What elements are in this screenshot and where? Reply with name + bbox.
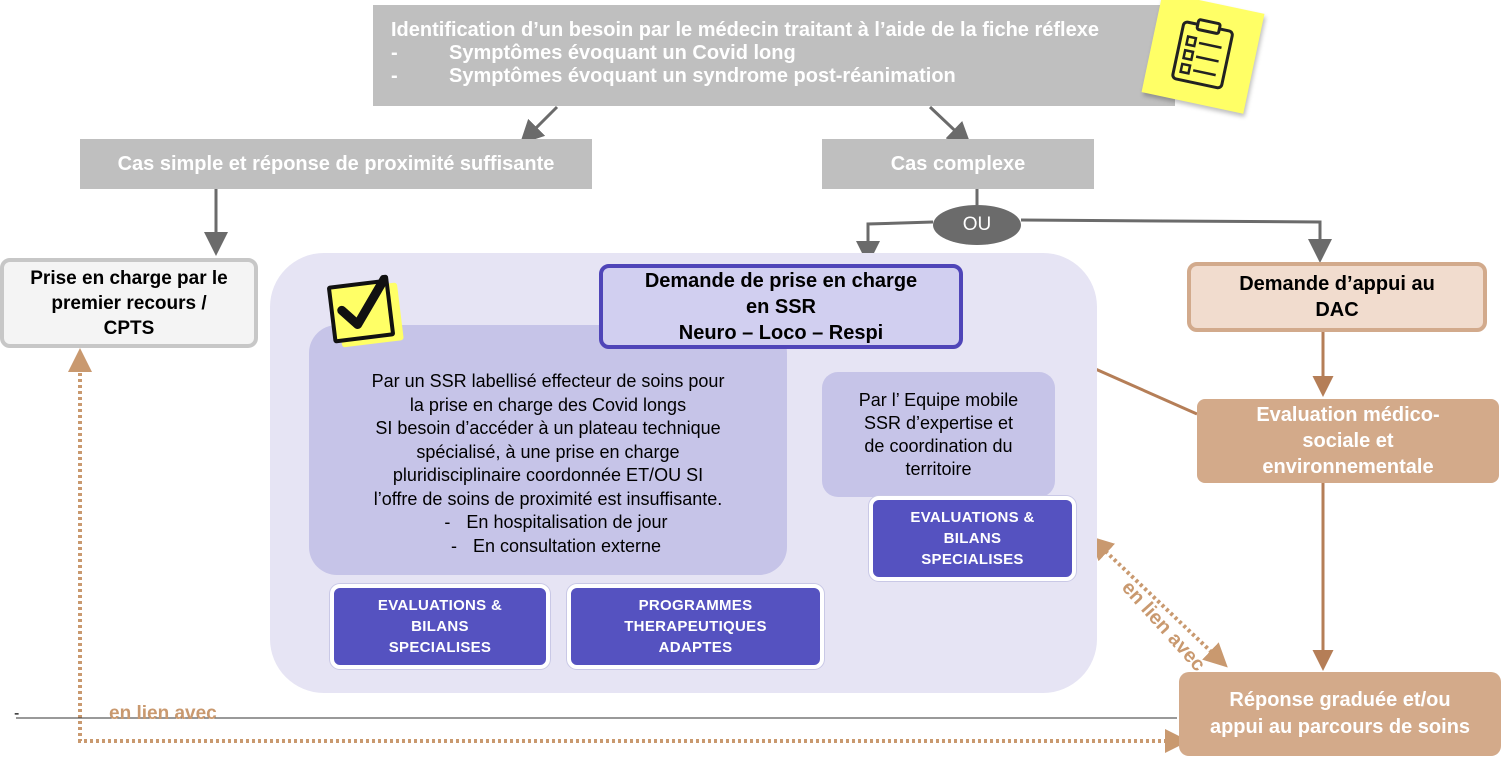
arrow-ou-to-dac [1020,218,1332,263]
evaluations-bilans-mobile-box: EVALUATIONS & BILANS SPECIALISES [869,496,1076,581]
programmes-therapeutiques-box: PROGRAMMES THERAPEUTIQUES ADAPTES [567,584,824,669]
ssr-mode-item: -En hospitalisation de jour [444,512,668,532]
ssr-labelled-panel [309,325,787,575]
complex-case-box: Cas complexe [822,139,1094,189]
evaluations-bilans-box: EVALUATIONS & BILANS SPECIALISES [330,584,550,669]
arrow-ou-to-ssr [856,220,934,265]
arrow-top-to-simple [519,105,559,145]
identification-item: -Symptômes évoquant un syndrome post-réa… [391,65,956,87]
dac-request-box: Demande d’appui au DAC [1187,262,1487,332]
ssr-labelled-text: Par un SSR labellisé effecteur de soins … [320,370,776,558]
ssr-request-box: Demande de prise en charge en SSR Neuro … [599,264,963,349]
link-label-left: en lien avec [109,703,217,724]
simple-case-box: Cas simple et réponse de proximité suffi… [80,139,592,189]
stray-dash: - [14,705,20,722]
ssr-mode-item: -En consultation externe [450,535,662,556]
arrow-top-to-complex [928,105,972,147]
primary-care-box: Prise en charge par le premier recours /… [0,258,258,348]
ou-decision-node: OU [933,205,1021,245]
dotted-link-prise-reponse [68,348,1189,753]
graduated-response-box: Réponse graduée et/ou appui au parcours … [1179,672,1501,756]
dotted-link-panel-reponse [1089,535,1228,668]
mobile-team-box: Par l’ Equipe mobile SSR d’expertise et … [822,372,1055,497]
identification-box: Identification d’un besoin par le médeci… [373,5,1175,106]
identification-item: -Symptômes évoquant un Covid long [391,42,796,64]
clipboard-checklist-icon [1141,0,1265,114]
medico-social-evaluation-box: Evaluation médico- sociale et environnem… [1197,399,1499,483]
check-mark-icon [326,274,396,344]
identification-title: Identification d’un besoin par le médeci… [391,19,1099,41]
